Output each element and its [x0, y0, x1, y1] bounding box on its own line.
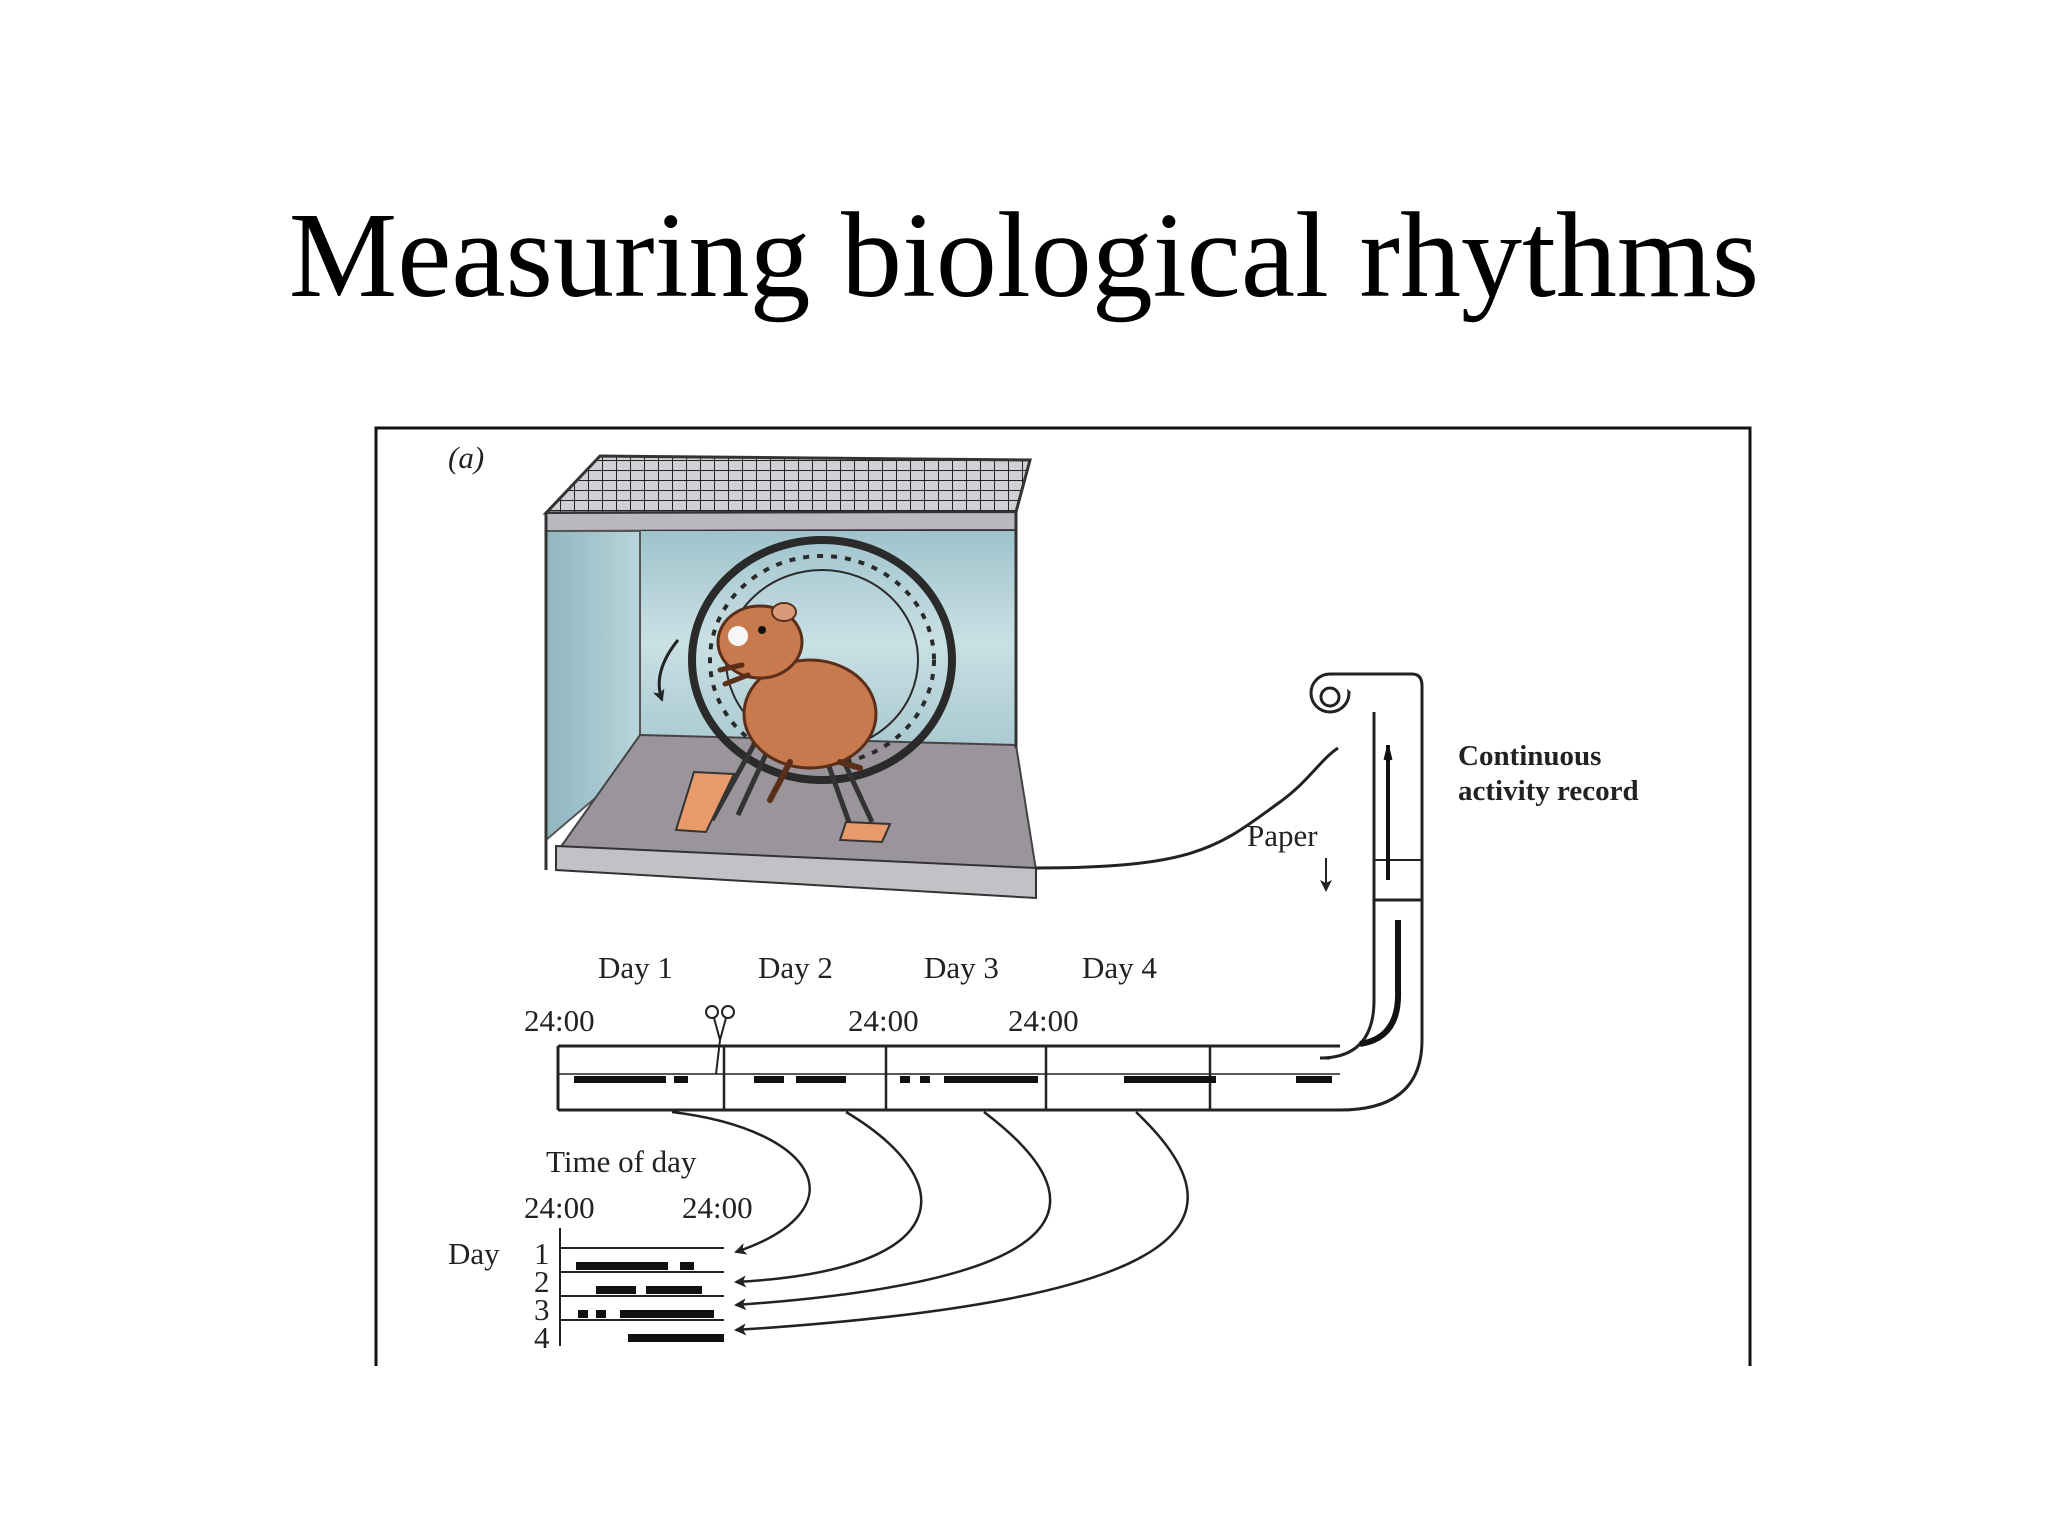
actogram-time-start: 24:00 — [524, 1190, 595, 1225]
record-label-line1: Continuous — [1458, 740, 1601, 772]
actogram-row-3: 3 — [534, 1292, 550, 1327]
wheel-foot-left — [674, 770, 736, 834]
chart-recorder — [1309, 672, 1424, 1112]
hamster — [716, 602, 878, 803]
actogram: Time of day 24:00 24:00 Day 1 2 3 4 — [448, 1144, 753, 1355]
paper-strip-bend — [1319, 900, 1424, 1112]
strip-time-label-3: 24:00 — [1008, 1003, 1079, 1038]
record-label-line2: activity record — [1458, 775, 1639, 807]
actogram-day-axis-label: Day — [448, 1236, 500, 1271]
running-wheel — [674, 536, 956, 844]
actogram-activity-marks — [576, 1262, 724, 1342]
hamster-cage — [542, 454, 1038, 900]
strip-day-label-4: Day 4 — [1082, 950, 1157, 985]
figure-frame — [374, 426, 1752, 1366]
wheel-foot-right — [838, 820, 892, 844]
slide-title: Measuring biological rhythms — [288, 188, 1760, 323]
paper-label: Paper — [1247, 818, 1318, 853]
strip-activity-marks — [574, 1076, 1332, 1083]
cage-lid-mesh — [542, 454, 1032, 515]
panel-label: (a) — [448, 440, 484, 475]
actogram-time-end: 24:00 — [682, 1190, 753, 1225]
strip-time-label-1: 24:00 — [524, 1003, 595, 1038]
strip-day-label-1: Day 1 — [598, 950, 673, 985]
actogram-title: Time of day — [546, 1144, 697, 1179]
strip-day-label-2: Day 2 — [758, 950, 833, 985]
actogram-row-1: 1 — [534, 1236, 550, 1271]
cut-segment-arrows — [671, 1110, 1189, 1336]
actogram-row-4: 4 — [534, 1320, 550, 1355]
actogram-row-2: 2 — [534, 1264, 550, 1299]
strip-time-label-2: 24:00 — [848, 1003, 919, 1038]
recorder-cable — [1035, 746, 1339, 870]
scissors-icon — [705, 1005, 735, 1075]
strip-day-label-3: Day 3 — [924, 950, 999, 985]
paper-strip-record: Day 1 Day 2 Day 3 Day 4 24:00 24:00 24:0… — [524, 950, 1340, 1112]
rotation-arrow — [652, 639, 680, 702]
